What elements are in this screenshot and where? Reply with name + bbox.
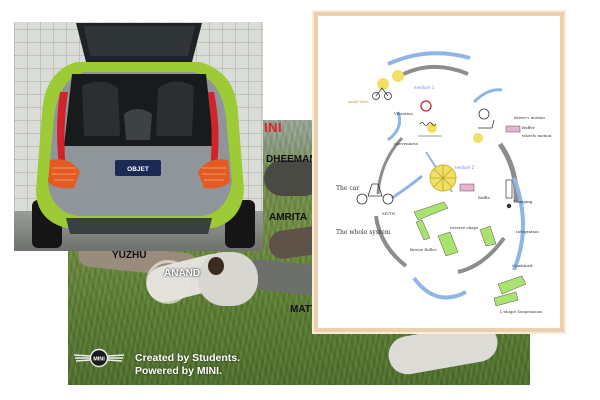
sketch-label-wheels-motion: wheels motion (522, 133, 552, 138)
poster-tagline: Created by Students. Powered by MINI. (135, 352, 240, 378)
seat-left (82, 81, 120, 136)
sketch-label-medium1: medium 1 (414, 85, 435, 90)
sketch-label-baffle: Baffle (478, 195, 490, 200)
sketch-label-bessie-roller: Bessie Roller (410, 247, 437, 252)
sketch-label-small-dots: small dots (348, 99, 369, 104)
person-anand-head (208, 257, 224, 275)
taillight-left (57, 92, 68, 172)
sketch-label-reverse-shape: reverse shape (450, 225, 479, 230)
name-label-dheemant: DHEEMANT (266, 154, 323, 165)
taillight-right (208, 92, 219, 172)
mini-logo-icon: MINI (73, 348, 125, 368)
sketch-label-unevenness: unevenness (394, 141, 418, 146)
sketch-drawing (356, 51, 527, 307)
name-label-amrita: AMRITA (269, 212, 308, 223)
license-plate (115, 160, 161, 176)
seat-right (156, 81, 194, 136)
person-anand (198, 252, 258, 306)
sketch-label-combined: Combined (512, 263, 533, 268)
tagline-line-2: Powered by MINI. (135, 365, 222, 377)
car-illustration: OBJET (32, 23, 255, 248)
license-plate-text: OBJET (127, 166, 149, 173)
person-dheemant (264, 160, 322, 196)
sketch-label-whole-system: The whole system (336, 229, 391, 236)
sketch-label-vibration: Vibration (394, 111, 413, 116)
wheel-prop (146, 260, 190, 304)
sketch-label-drivers-motion: driver's motion (514, 115, 545, 120)
sketch-label-the-car: The car (336, 185, 360, 192)
sketch-label-l-shape: L-shape Suspensions (500, 309, 543, 314)
poster-title-fragment: INI (264, 120, 283, 135)
mini-logo-text: MINI (93, 356, 105, 362)
sketch-label-medium2: medium 2 (454, 165, 475, 170)
design-sketch: medium 1 small dots Vibration unevenness… (318, 16, 560, 328)
sketch-label-integration: Integration (516, 229, 539, 234)
name-label-matt: MATT (290, 304, 318, 315)
sketch-label-buffer: Buffer (522, 125, 535, 130)
car-photo: OBJET (14, 22, 263, 251)
name-label-anand: ANAND (164, 268, 201, 279)
name-label-yuzhu: YUZHU (112, 250, 147, 261)
tagline-line-1: Created by Students. (135, 352, 241, 364)
sketch-label-damping: Damping (514, 199, 533, 204)
sketch-label-mvtn: MVTN (382, 211, 396, 216)
